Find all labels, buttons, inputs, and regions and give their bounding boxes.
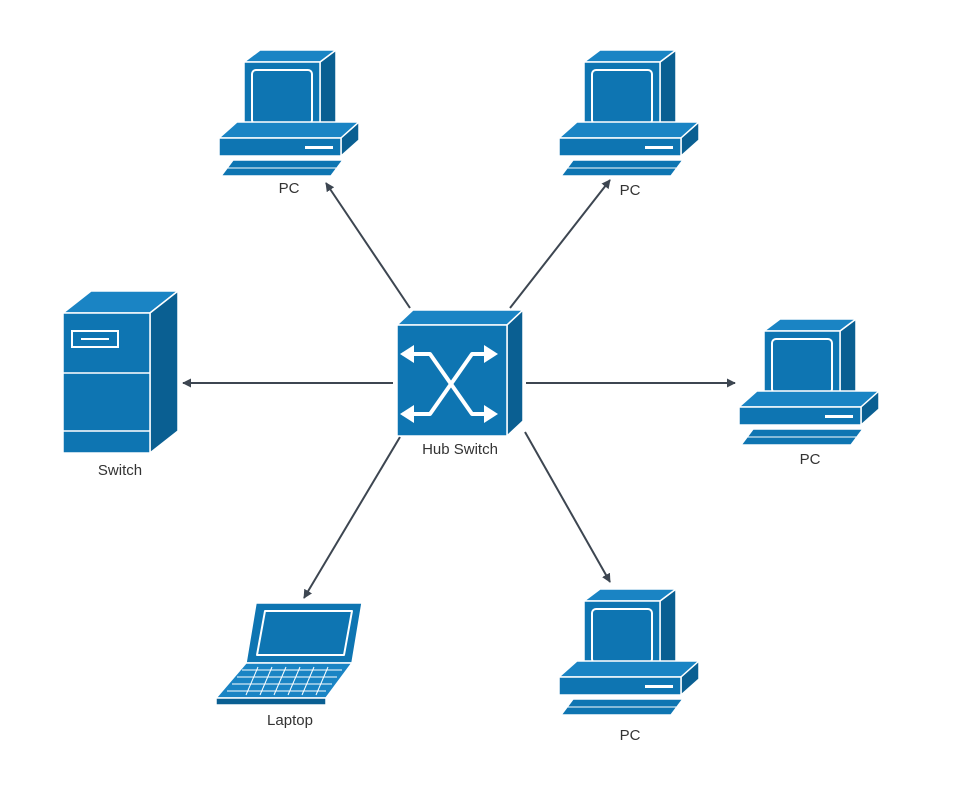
server-tower-icon[interactable] bbox=[62, 290, 179, 454]
label-laptop: Laptop bbox=[267, 712, 313, 729]
laptop-icon[interactable] bbox=[215, 602, 363, 706]
hub-switch-icon[interactable] bbox=[396, 309, 524, 437]
desktop-pc-icon[interactable] bbox=[218, 49, 360, 177]
label-pc-bottom-right: PC bbox=[619, 727, 641, 744]
connection-laptop bbox=[303, 436, 401, 599]
desktop-pc-icon[interactable] bbox=[558, 588, 700, 716]
label-pc-top-left: PC bbox=[278, 180, 300, 197]
desktop-pc-icon[interactable] bbox=[738, 318, 880, 446]
label-switch: Switch bbox=[97, 462, 143, 479]
connections bbox=[182, 179, 736, 599]
connection-pc-bottom-right bbox=[524, 431, 611, 583]
label-pc-right: PC bbox=[799, 451, 821, 468]
connection-pc-top-left bbox=[325, 182, 411, 309]
label-pc-top-right: PC bbox=[619, 182, 641, 199]
label-hub-switch: Hub Switch bbox=[422, 441, 498, 458]
desktop-pc-icon[interactable] bbox=[558, 49, 700, 177]
connection-pc-top-right bbox=[509, 179, 611, 309]
